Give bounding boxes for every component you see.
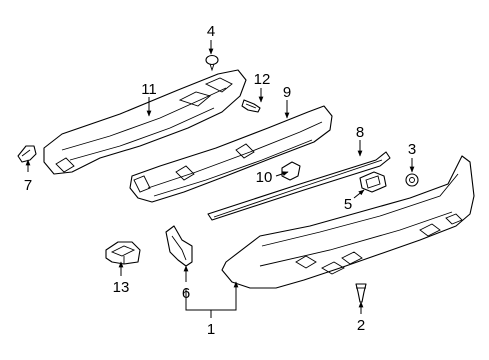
molding-strip-part <box>207 151 391 221</box>
callout-1: 1 <box>207 321 215 338</box>
leader-5 <box>353 189 365 199</box>
push-clip-7-part <box>17 145 37 163</box>
leader-lines <box>25 40 415 318</box>
callout-8: 8 <box>356 124 364 141</box>
callout-5: 5 <box>344 196 352 213</box>
side-bracket-part <box>165 225 193 267</box>
callout-11: 11 <box>141 81 157 98</box>
bumper-cover-part <box>221 155 475 289</box>
leader-1-bracket <box>185 288 237 311</box>
clip-bracket-part <box>359 171 387 193</box>
mounting-bracket-part <box>105 241 141 265</box>
callout-3: 3 <box>408 141 416 158</box>
callout-4: 4 <box>207 23 215 40</box>
bolt-12-part <box>241 99 261 113</box>
callout-9: 9 <box>283 84 291 101</box>
callout-6: 6 <box>182 285 190 302</box>
callout-10: 10 <box>256 169 273 186</box>
callout-13: 13 <box>113 279 130 296</box>
leader-10 <box>275 171 289 177</box>
bumper-reinforcement-part <box>129 105 333 203</box>
callout-2: 2 <box>357 317 365 334</box>
push-rivet-2-part <box>355 283 367 303</box>
nut-3-part <box>405 173 419 187</box>
retainer-10-part <box>281 161 301 181</box>
clip-4-part <box>205 54 219 72</box>
callout-7: 7 <box>24 177 32 194</box>
callout-12: 12 <box>254 71 271 88</box>
